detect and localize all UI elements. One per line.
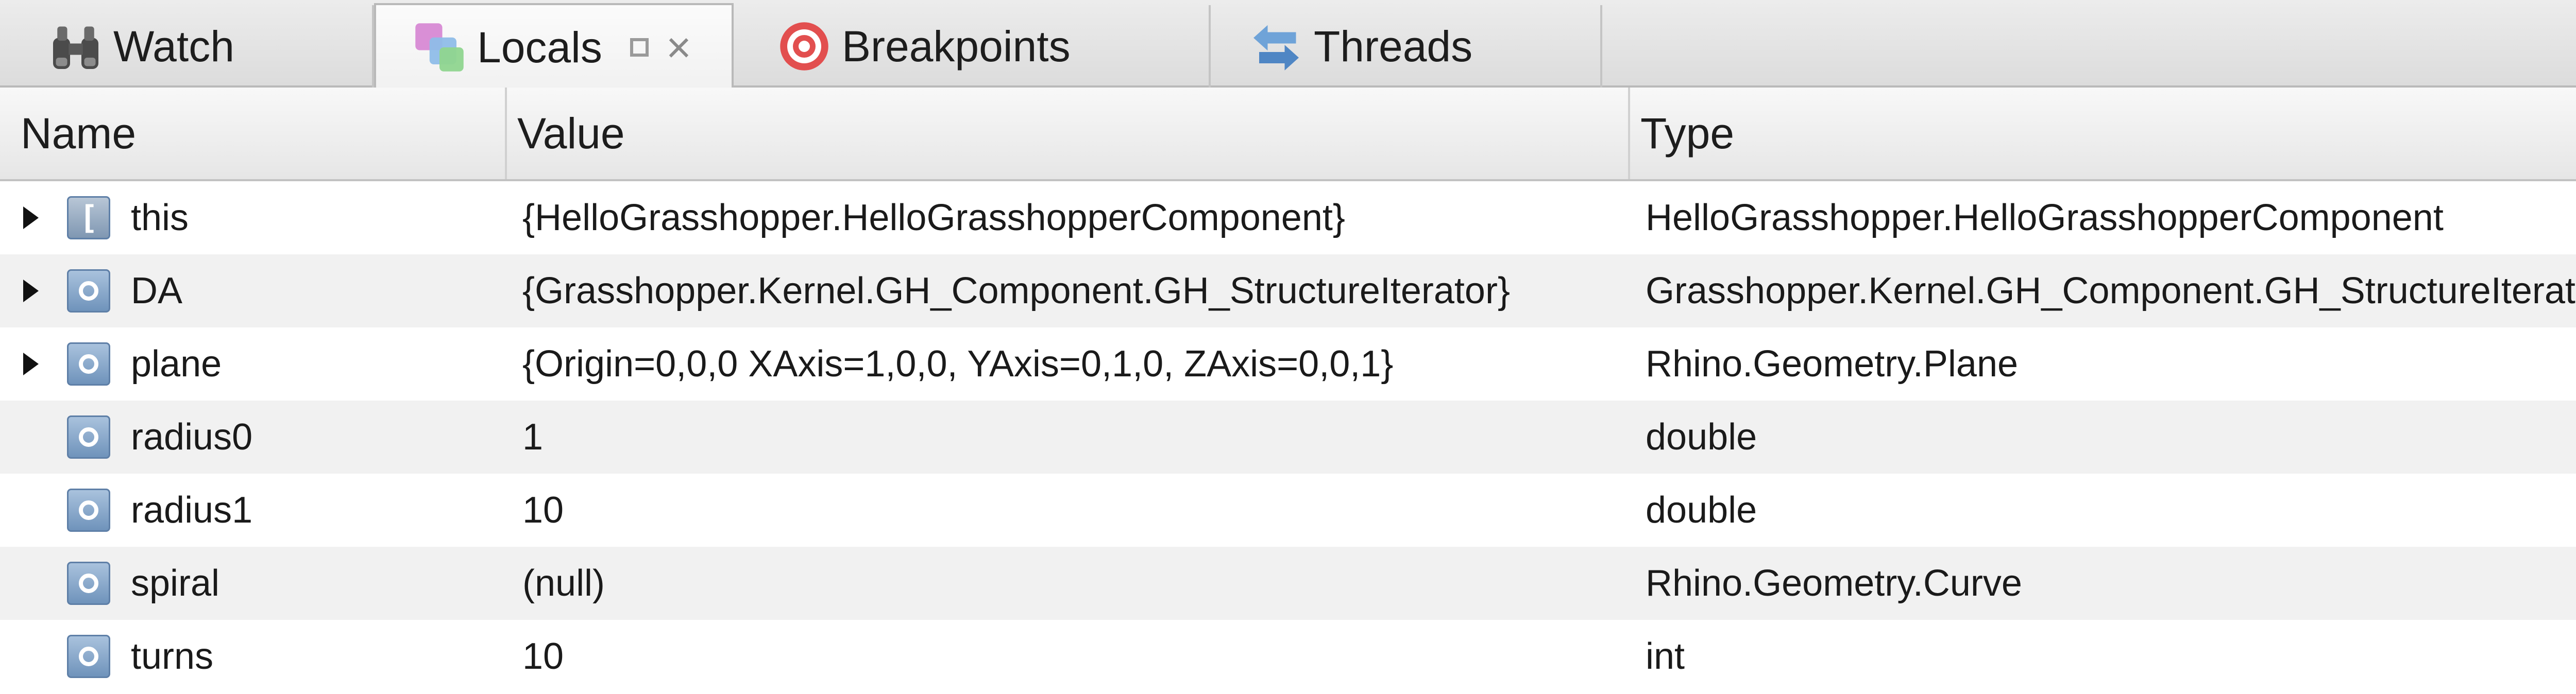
variable-icon [67, 635, 110, 678]
row-value: {Grasshopper.Kernel.GH_Component.GH_Stru… [522, 270, 1510, 311]
pad-tab-bar: Watch Locals × Breakpoints [0, 0, 2576, 90]
tab-breakpoints[interactable]: Breakpoints [734, 5, 1211, 88]
table-row[interactable]: [ this {HelloGrasshopper.HelloGrasshoppe… [0, 181, 2576, 254]
locals-tree: [ this {HelloGrasshopper.HelloGrasshoppe… [0, 181, 2576, 693]
maximize-icon[interactable] [630, 38, 649, 57]
binoculars-icon [53, 26, 98, 69]
expand-arrow-icon[interactable] [23, 280, 39, 302]
row-type: int [1646, 636, 1685, 677]
row-name: turns [131, 636, 214, 677]
variable-icon [67, 562, 110, 605]
row-type: Rhino.Geometry.Curve [1646, 563, 2022, 604]
expand-arrow-icon[interactable] [23, 206, 39, 229]
tab-watch[interactable]: Watch [10, 5, 374, 88]
row-value: 1 [522, 417, 544, 458]
row-value: {HelloGrasshopper.HelloGrasshopperCompon… [522, 197, 1345, 238]
variable-icon [67, 342, 110, 386]
row-type: double [1646, 490, 1757, 531]
table-row[interactable]: spiral (null) Rhino.Geometry.Curve [0, 547, 2576, 620]
column-header-name-label: Name [21, 109, 137, 158]
tab-breakpoints-label: Breakpoints [842, 22, 1071, 71]
row-name: DA [131, 270, 183, 311]
row-name: radius0 [131, 417, 253, 458]
row-name: radius1 [131, 490, 253, 531]
locals-icon [415, 23, 464, 72]
row-type: Rhino.Geometry.Plane [1646, 343, 2019, 385]
tab-locals[interactable]: Locals × [374, 3, 734, 90]
expand-arrow-icon[interactable] [23, 353, 39, 375]
table-row[interactable]: radius1 10 double [0, 474, 2576, 547]
variable-icon [67, 269, 110, 313]
class-icon: [ [67, 196, 110, 239]
threads-arrows-icon [1253, 25, 1299, 71]
variable-icon [67, 415, 110, 459]
row-value: {Origin=0,0,0 XAxis=1,0,0, YAxis=0,1,0, … [522, 343, 1394, 385]
close-icon[interactable]: × [666, 23, 691, 72]
row-type: double [1646, 417, 1757, 458]
column-header-value[interactable]: Value [507, 88, 1630, 179]
table-row[interactable]: turns 10 int [0, 620, 2576, 693]
column-header: Name Value Type [0, 88, 2576, 181]
table-row[interactable]: DA {Grasshopper.Kernel.GH_Component.GH_S… [0, 254, 2576, 327]
row-name: plane [131, 343, 222, 385]
row-name: spiral [131, 563, 220, 604]
table-row[interactable]: radius0 1 double [0, 401, 2576, 474]
column-header-name[interactable]: Name [10, 88, 507, 179]
row-type: Grasshopper.Kernel.GH_Component.GH_Struc… [1646, 270, 2576, 311]
breakpoint-target-icon [780, 22, 828, 71]
variable-icon [67, 489, 110, 532]
table-row[interactable]: plane {Origin=0,0,0 XAxis=1,0,0, YAxis=0… [0, 327, 2576, 401]
tab-locals-label: Locals [477, 23, 602, 72]
row-value: (null) [522, 563, 605, 604]
row-name: this [131, 197, 189, 238]
column-header-type-label: Type [1640, 109, 1735, 158]
row-type: HelloGrasshopper.HelloGrasshopperCompone… [1646, 197, 2444, 238]
tab-watch-label: Watch [113, 22, 234, 71]
tab-threads-label: Threads [1314, 22, 1473, 71]
row-value: 10 [522, 490, 564, 531]
column-header-value-label: Value [517, 109, 625, 158]
tab-threads[interactable]: Threads [1211, 5, 1602, 88]
column-header-type[interactable]: Type [1630, 88, 2576, 179]
row-value: 10 [522, 636, 564, 677]
